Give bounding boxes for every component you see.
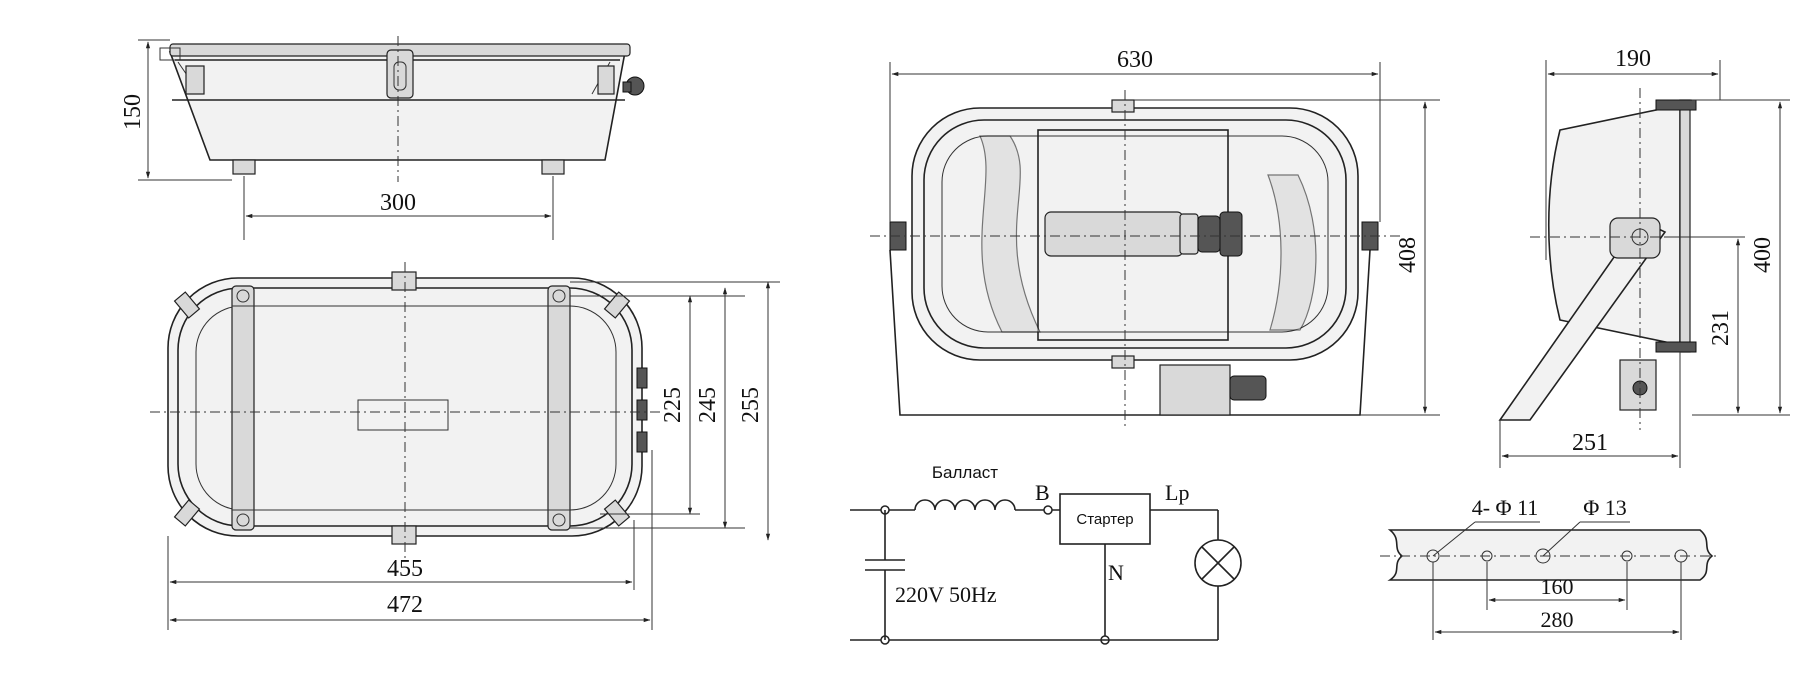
lamp-tube (1044, 211, 1184, 257)
top-latch-bottom (391, 525, 417, 545)
small-holes-label: 4- Φ 11 (1472, 495, 1539, 520)
top-latch-top (391, 271, 417, 291)
ballast-label: Балласт (932, 463, 998, 482)
node-n-label: N (1108, 560, 1124, 585)
profile-height-label: 400 (1750, 237, 1776, 273)
side-foot-right (541, 159, 565, 175)
top-frame-bar-right (547, 285, 571, 531)
profile-view: 190 400 231 251 (1498, 46, 1790, 468)
starter-label: Стартер (1076, 511, 1133, 528)
top-frame-bar-left (231, 285, 255, 531)
profile-mount-arm (1498, 218, 1667, 421)
top-view: 225 245 255 455 472 (150, 262, 780, 630)
mounting-bracket: 4- Φ 11 Φ 13 160 280 (1380, 495, 1720, 640)
bolt-spacing-label: 300 (380, 190, 416, 216)
bracket-hole-2 (1481, 550, 1493, 562)
top-nameplate (357, 399, 449, 431)
profile-base-label: 251 (1572, 430, 1608, 456)
top-inner-width-label: 455 (387, 556, 423, 582)
top-outer-height-label: 255 (738, 387, 764, 423)
top-mid-height-label: 245 (695, 387, 721, 423)
large-hole-label: Φ 13 (1583, 495, 1627, 520)
front-ballast-box (1159, 364, 1231, 416)
top-outer-width-label: 472 (387, 592, 423, 618)
ballast-coil (914, 499, 1016, 511)
node-lp-label: Lp (1165, 480, 1189, 505)
bracket-outer-label: 280 (1541, 607, 1574, 632)
wiring-diagram: Балласт B Стартер Lp N 220V 50Hz (850, 463, 1242, 645)
top-inner-height-label: 225 (660, 387, 686, 423)
bracket-hole-4 (1621, 550, 1633, 562)
front-latch-bottom (1111, 355, 1135, 369)
front-width-label: 630 (1117, 47, 1153, 73)
side-height-label: 150 (120, 94, 146, 130)
node-b-label: B (1035, 480, 1050, 505)
side-foot-left (232, 159, 256, 175)
front-latch-top (1111, 99, 1135, 113)
front-height-label: 408 (1395, 237, 1421, 273)
profile-depth-label: 190 (1615, 46, 1651, 72)
supply-label: 220V 50Hz (895, 582, 997, 607)
side-latch (386, 49, 414, 99)
front-view: 630 408 (870, 47, 1440, 430)
side-view: 150 300 (120, 36, 645, 240)
bracket-hole-center (1535, 548, 1551, 564)
profile-pivot-height-label: 231 (1708, 310, 1734, 346)
bracket-inner-label: 160 (1541, 574, 1574, 599)
